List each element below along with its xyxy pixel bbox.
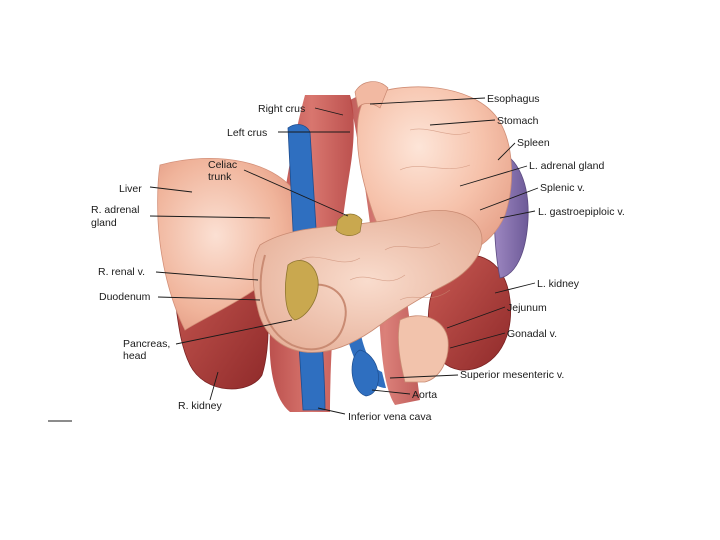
leader-gonadal — [449, 332, 506, 349]
leader-pancreas — [175, 319, 293, 345]
leader-spleen — [497, 142, 516, 161]
label-l-gastroepiploic-v: L. gastroepiploic v. — [538, 206, 625, 218]
leader-esophagus — [369, 97, 486, 105]
label-liver: Liver — [119, 183, 142, 195]
label-stomach: Stomach — [497, 115, 539, 127]
label-splenic-v: Splenic v. — [540, 182, 585, 194]
leader-jejunum — [446, 306, 506, 329]
leader-aorta — [371, 389, 411, 395]
leader-celiac — [243, 169, 349, 217]
label-left-crus: Left crus — [227, 127, 267, 139]
label-r-renal-v: R. renal v. — [98, 266, 145, 278]
leader-l-kidney — [494, 282, 536, 294]
label-esophagus: Esophagus — [487, 93, 540, 105]
leader-ivc — [317, 407, 346, 415]
jejunum-shape — [397, 315, 449, 383]
leader-lines — [149, 97, 539, 415]
label-jejunum: Jejunum — [507, 302, 547, 314]
label-gonadal-v: Gonadal v. — [507, 328, 557, 340]
label-r-kidney: R. kidney — [178, 400, 223, 412]
label-l-adrenal-gland: L. adrenal gland — [529, 160, 604, 172]
label-pancreas-head-2: head — [123, 350, 147, 362]
leader-liver — [149, 186, 193, 193]
leader-l-adrenal — [459, 165, 528, 187]
label-celiac-trunk-2: trunk — [208, 171, 232, 183]
label-inferior-vena-cava: Inferior vena cava — [348, 411, 432, 423]
label-r-adrenal-1: R. adrenal — [91, 204, 139, 216]
label-r-adrenal-2: gland — [91, 217, 117, 229]
label-aorta: Aorta — [412, 389, 437, 401]
label-duodenum: Duodenum — [99, 291, 151, 303]
leader-stomach — [429, 119, 496, 126]
pancreas-shape — [252, 210, 483, 353]
leader-r-adrenal — [149, 215, 271, 219]
label-celiac-trunk-1: Celiac — [208, 159, 237, 171]
leader-duodenum — [157, 296, 261, 301]
aorta-shape — [351, 349, 379, 397]
label-right-crus: Right crus — [258, 103, 305, 115]
label-l-kidney: L. kidney — [537, 278, 580, 290]
r-adrenal-shape — [284, 260, 319, 321]
leader-right-crus — [314, 107, 344, 116]
surface-texture — [299, 128, 471, 301]
label-spleen: Spleen — [517, 137, 550, 149]
label-superior-mesenteric-v: Superior mesenteric v. — [460, 369, 564, 381]
liver-shape — [157, 158, 304, 331]
labels: Esophagus Right crus Stomach Left crus S… — [91, 93, 625, 423]
esophagus-shape — [354, 81, 389, 109]
leader-sup-mesenteric — [389, 374, 459, 379]
label-pancreas-head-1: Pancreas, — [123, 338, 170, 350]
leader-r-renal — [155, 271, 259, 281]
leader-gastroepiploic — [499, 210, 536, 219]
leader-splenic — [479, 187, 539, 211]
organ-illustration — [157, 81, 529, 412]
leader-r-kidney — [209, 371, 219, 401]
